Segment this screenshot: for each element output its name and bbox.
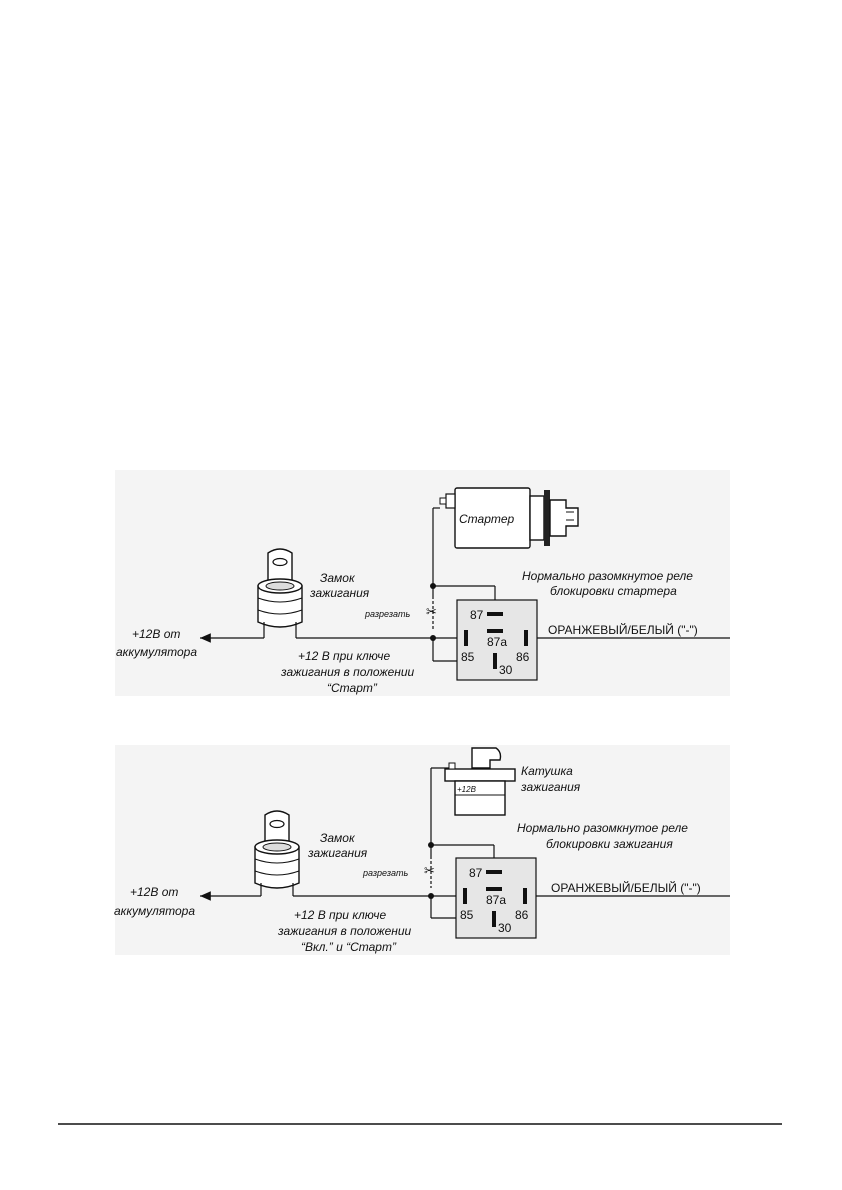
ignition-lock-label-line2: зажигания <box>307 846 368 860</box>
relay-label-85: 85 <box>461 650 475 664</box>
ignition-block-diagram: +12В Катушка зажигания Замок зажигания <box>114 745 730 955</box>
ignition-lock-label-line1: Замок <box>320 831 356 845</box>
relay-pin-30 <box>492 911 496 927</box>
coil-label-line2: зажигания <box>520 780 581 794</box>
relay-label-87: 87 <box>469 866 483 880</box>
coil-terminal-label: +12В <box>457 785 477 794</box>
ignition-coil-icon <box>444 747 516 816</box>
relay-label-86: 86 <box>515 908 529 922</box>
starter-motor-icon <box>439 487 579 549</box>
starter-relay: 87 87a 85 86 30 <box>456 599 538 681</box>
ignition-lock-icon <box>254 810 300 896</box>
relay-label-30: 30 <box>499 663 513 677</box>
wire-color-label: ОРАНЖЕВЫЙ/БЕЛЫЙ ("-") <box>551 880 701 895</box>
relay-label-30: 30 <box>498 921 512 935</box>
ignition-lock-label-line1: Замок <box>320 571 356 585</box>
ignition-relay: 87 87a 85 86 30 <box>455 857 537 939</box>
relay-title-line2: блокировки стартера <box>550 584 677 598</box>
relay-label-87: 87 <box>470 608 484 622</box>
ignition-lock-icon <box>257 548 303 638</box>
ignition-wire-label-line2: зажигания в положении <box>280 665 415 679</box>
starter-block-diagram: Стартер Замок зажигания <box>115 470 730 696</box>
ignition-wire-label-line1: +12 В при ключе <box>294 908 386 922</box>
relay-label-86: 86 <box>516 650 530 664</box>
relay-pin-86 <box>524 630 528 646</box>
relay-label-87a: 87a <box>487 635 507 649</box>
cut-label: разрезать <box>364 609 410 619</box>
relay-pin-87a <box>487 629 503 633</box>
diagram2-background <box>115 745 730 955</box>
relay-title-line1: Нормально разомкнутое реле <box>522 569 693 583</box>
ignition-wire-label-line2: зажигания в положении <box>277 924 412 938</box>
coil-label-line1: Катушка <box>521 764 573 778</box>
relay-pin-85 <box>464 630 468 646</box>
diagram1-background <box>115 470 730 696</box>
relay-pin-86 <box>523 888 527 904</box>
ignition-lock-label-line2: зажигания <box>309 586 370 600</box>
ignition-wire-label-line3: “Старт” <box>327 681 378 695</box>
relay-title-line2: блокировки зажигания <box>546 837 673 851</box>
relay-pin-85 <box>463 888 467 904</box>
battery-label-line2: аккумулятора <box>114 904 195 918</box>
battery-label-line2: аккумулятора <box>116 645 197 659</box>
ignition-wire-label-line3: “Вкл.” и “Старт” <box>301 940 397 954</box>
battery-label-line1: +12В от <box>132 627 180 641</box>
relay-pin-87a <box>486 887 502 891</box>
relay-label-85: 85 <box>460 908 474 922</box>
wire-color-label: ОРАНЖЕВЫЙ/БЕЛЫЙ ("-") <box>548 622 698 637</box>
scissors-icon: ✂ <box>426 604 437 619</box>
scissors-icon: ✂ <box>424 863 435 878</box>
ignition-wire-label-line1: +12 В при ключе <box>298 649 390 663</box>
cut-label: разрезать <box>362 868 408 878</box>
relay-label-87a: 87a <box>486 893 506 907</box>
battery-label-line1: +12В от <box>130 885 178 899</box>
relay-pin-87 <box>487 612 503 616</box>
relay-pin-87 <box>486 870 502 874</box>
relay-title-line1: Нормально разомкнутое реле <box>517 821 688 835</box>
relay-pin-30 <box>493 653 497 669</box>
starter-label: Стартер <box>459 512 515 526</box>
